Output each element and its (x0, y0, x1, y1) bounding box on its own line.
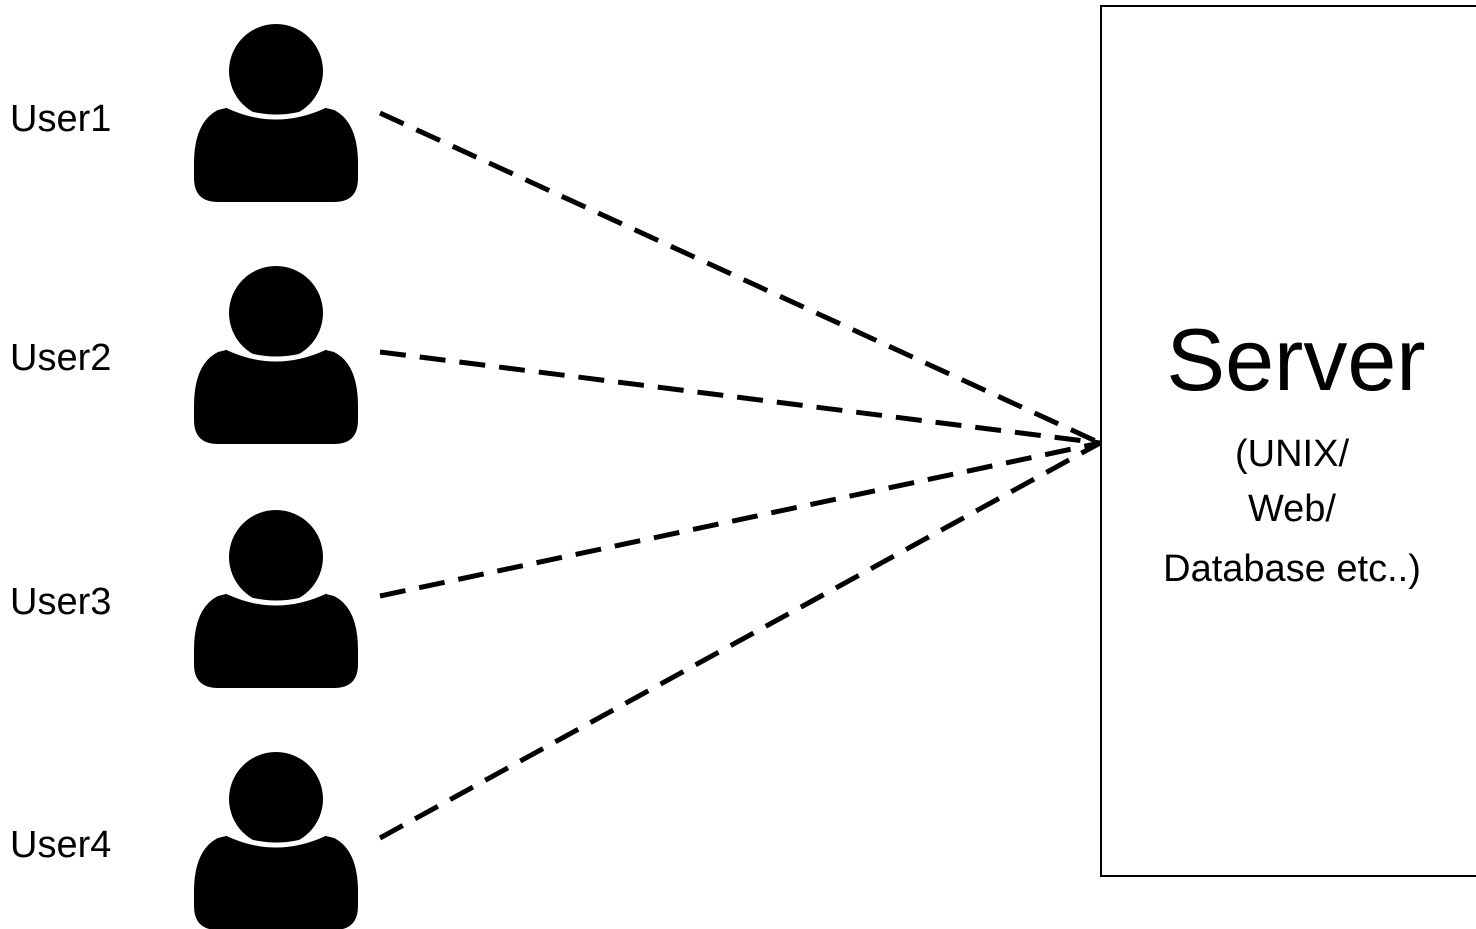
server-node: Server (UNIX/ Web/ Database etc..) (1100, 5, 1476, 877)
user-node-2: User2 (10, 266, 358, 444)
connection-user4-server (378, 440, 1102, 841)
user-label-1: User1 (10, 98, 111, 140)
server-box (1100, 5, 1476, 877)
server-subtitle-line-1: (UNIX/ (1235, 433, 1349, 475)
connections (378, 110, 1102, 841)
connection-user1-server (378, 110, 1102, 446)
user-icon (194, 266, 358, 444)
server-subtitle-line-2: Web/ (1248, 488, 1336, 530)
server-title: Server (1166, 310, 1425, 409)
user-node-3: User3 (10, 510, 358, 688)
connection-user3-server (379, 440, 1101, 599)
user-icon (194, 752, 358, 929)
user-icon (194, 510, 358, 688)
user-icon (194, 24, 358, 202)
user-label-3: User3 (10, 581, 111, 623)
server-subtitle-line-3: Database etc..) (1163, 548, 1421, 590)
connection-user2-server (379, 349, 1101, 446)
user-node-1: User1 (10, 24, 358, 202)
user-label-2: User2 (10, 337, 111, 379)
user-node-4: User4 (10, 752, 358, 929)
user-label-4: User4 (10, 824, 111, 866)
